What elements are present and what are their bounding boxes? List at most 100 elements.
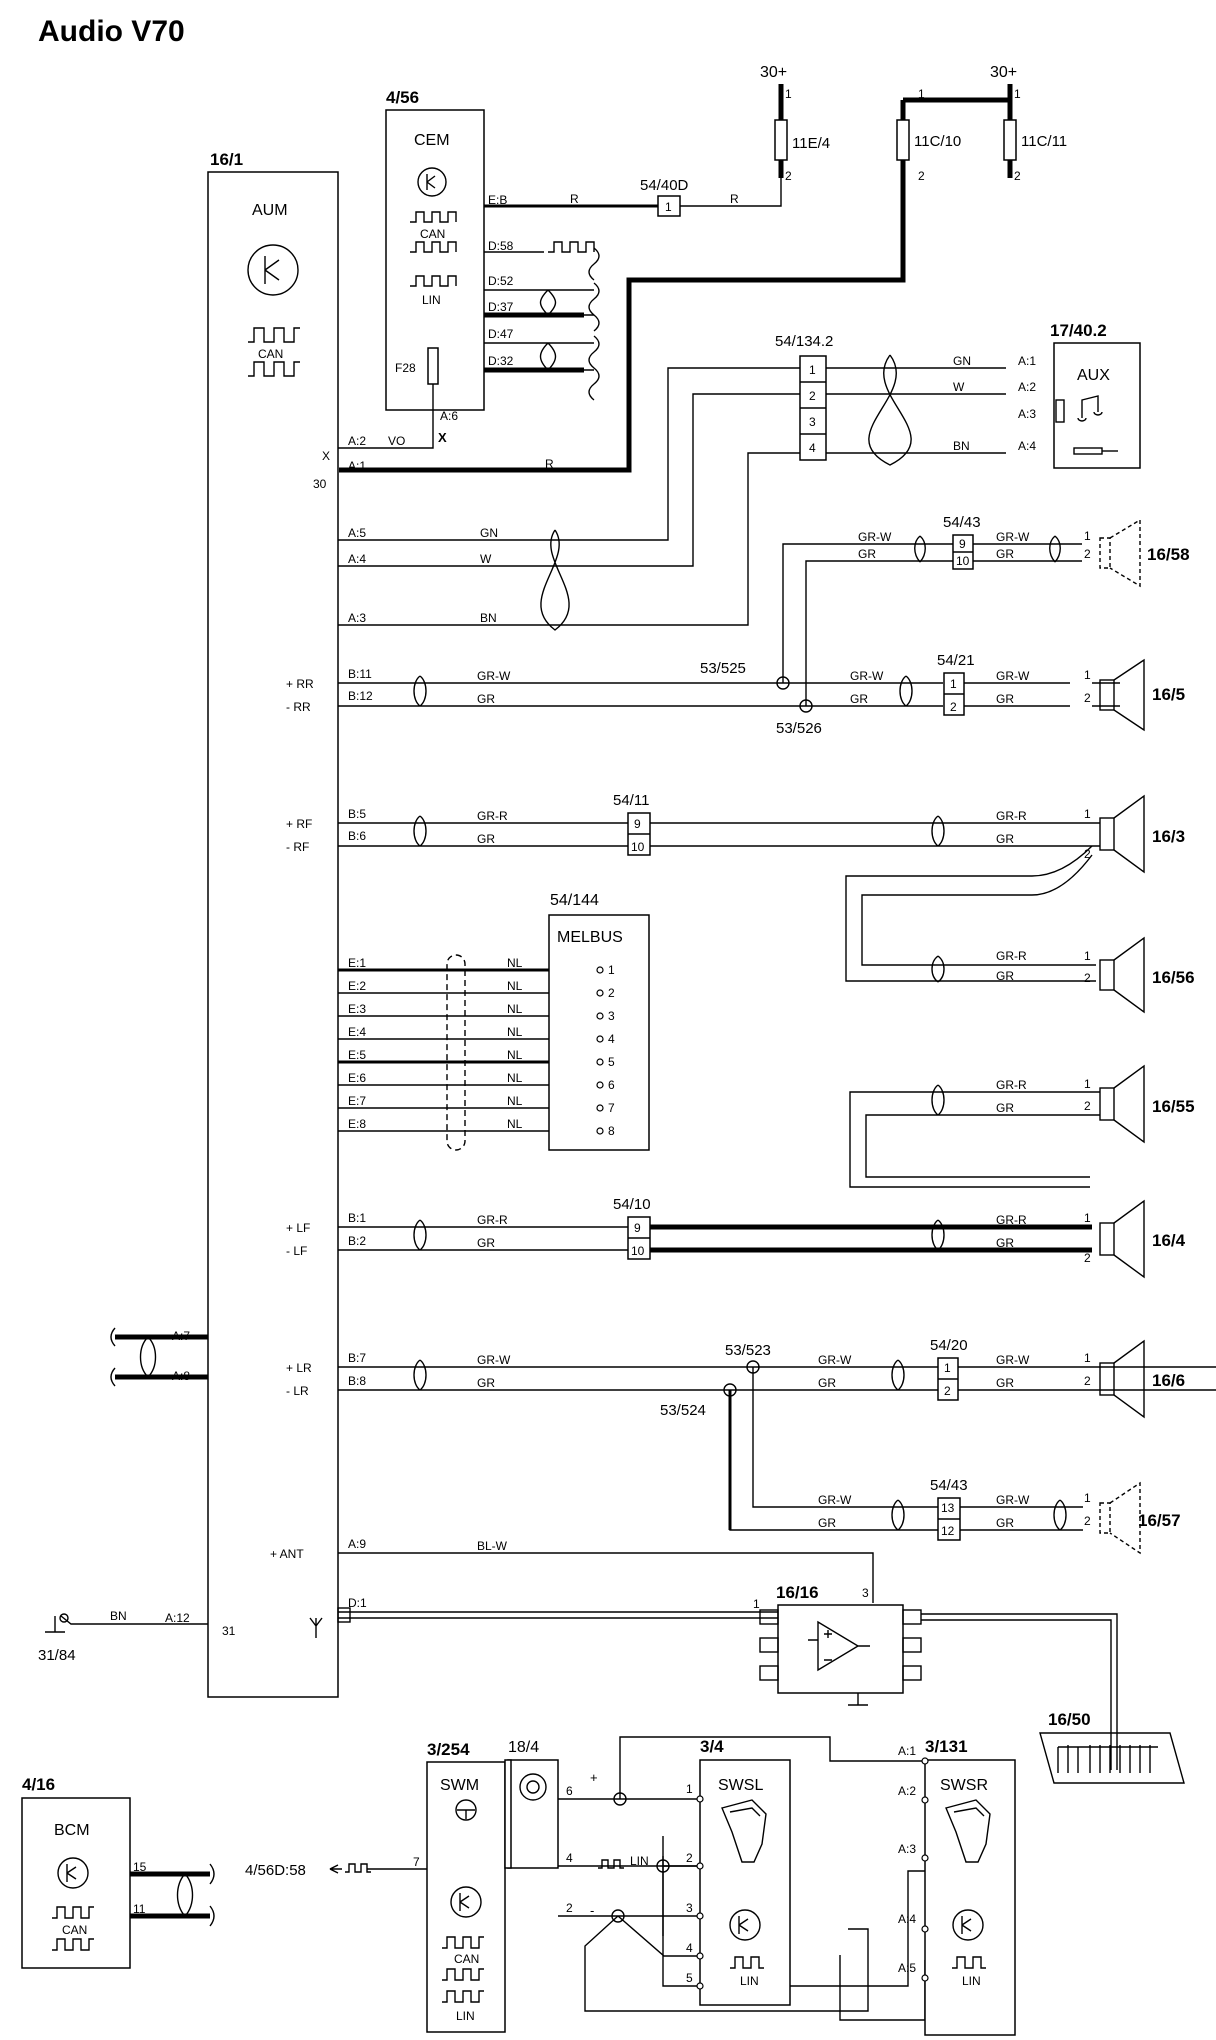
wire-color: GR	[818, 1376, 836, 1390]
melbus-pin: 4	[608, 1032, 615, 1046]
connector-5410-ref: 54/10	[613, 1196, 651, 1213]
swm-pin: 7	[413, 1855, 420, 1869]
speaker-pin: 1	[1084, 1211, 1091, 1225]
bcm-module: 4/16 BCM CAN 15 11	[21, 1775, 215, 1969]
cem-fuse-label: F28	[395, 361, 416, 375]
splice-53524-label: 53/524	[660, 1402, 706, 1419]
melbus-pin: 7	[608, 1101, 615, 1115]
connector-5420-pin: 1	[944, 1361, 951, 1375]
ground-ref: 31/84	[38, 1647, 76, 1664]
wire-color: GN	[480, 526, 498, 540]
amp-pin: 3	[862, 1586, 869, 1600]
aum-ref: 16/1	[210, 150, 243, 169]
speaker-pin: 2	[1084, 691, 1091, 705]
antenna-grid-icon	[1039, 1732, 1185, 1784]
aux-wiring: 1 2 3 4 54/134.2 GN W BN GN W BN	[338, 333, 1006, 631]
aum-can: CAN	[258, 347, 283, 361]
bcm-can: CAN	[62, 1923, 87, 1937]
connector-54134-pin: 4	[809, 441, 816, 455]
wire-color: GR	[477, 832, 495, 846]
connector-5421-pin: 1	[950, 677, 957, 691]
lin-signal-icon	[952, 1956, 986, 1969]
speaker-ref: 16/3	[1152, 827, 1185, 846]
bcm-name: BCM	[54, 1822, 90, 1839]
aum-pin: E:1	[348, 956, 366, 970]
aum-name: AUM	[252, 202, 288, 219]
wire-color: GR	[477, 1236, 495, 1250]
wire-color: GR	[996, 1236, 1014, 1250]
connector-5443b-pin: 12	[941, 1524, 955, 1538]
can-signal-icon	[52, 1906, 94, 1919]
can-signal-icon	[410, 211, 457, 223]
wire-color: BN	[953, 439, 970, 453]
aum-pins: A:2 A:1 A:5 A:4 A:3 B:11 B:12 B:5 B:6 E:…	[165, 434, 373, 1625]
wire-color: BN	[480, 611, 497, 625]
fuse-11c10	[896, 119, 910, 161]
melbus-ref: 54/144	[550, 892, 599, 909]
wire-color: W	[953, 380, 965, 394]
speaker-ref: 16/4	[1152, 1231, 1186, 1250]
wire-color: GR	[850, 692, 868, 706]
fuse-11c11	[1003, 119, 1017, 161]
wire-color: NL	[507, 1094, 523, 1108]
speaker-1655: 16/55 1 2	[1084, 1064, 1195, 1144]
aum-side-label: + RR	[286, 677, 314, 691]
swsr-name: SWSR	[940, 1777, 988, 1794]
can-signal-icon	[248, 327, 300, 343]
cem-pin: D:52	[488, 274, 514, 288]
wire-color: GN	[953, 354, 971, 368]
bcm-pin: 11	[133, 1902, 146, 1916]
wire-color: GR-R	[996, 809, 1027, 823]
melbus-pin: 5	[608, 1055, 615, 1069]
connector-5443b-ref: 54/43	[930, 1477, 968, 1494]
aum-pin: B:5	[348, 807, 366, 821]
speaker-pin: 1	[1084, 1351, 1091, 1365]
cem-can: CAN	[420, 227, 445, 241]
lr-wiring: 1 2 54/20 53/523 53/524 13 12 54/43 GR-W…	[338, 1337, 1216, 1541]
wire-color: GR	[996, 1376, 1014, 1390]
swsr-pin: A:2	[898, 1784, 916, 1798]
connector-5443a-ref: 54/43	[943, 514, 981, 531]
wire-color: GR	[996, 969, 1014, 983]
bcm-ref: 4/16	[22, 1775, 55, 1794]
wire-color: GR	[477, 692, 495, 706]
wire-color: GR-W	[477, 669, 511, 683]
swsl-pin: 3	[686, 1901, 693, 1915]
aum-pin: B:11	[348, 667, 372, 681]
swsr-pin: A:3	[898, 1842, 916, 1856]
speaker-pin: 2	[1084, 547, 1091, 561]
wire-color: NL	[507, 1117, 523, 1131]
melbus-pin: 8	[608, 1124, 615, 1138]
ground-3184: 31/84 BN	[38, 1609, 208, 1664]
aum-module: 16/1 AUM CAN X 30 + RR - RR + RF - RF + …	[207, 150, 339, 1698]
aum-pin: A:4	[348, 552, 366, 566]
aux-ref: 17/40.2	[1050, 321, 1107, 340]
supply-30-left: 30+	[760, 64, 787, 81]
swm-can: CAN	[454, 1952, 479, 1966]
splice-53526-label: 53/526	[776, 720, 822, 737]
swsr-module: 3/131 SWSR LIN A:1 A:2 A:3 A:4 A:5	[898, 1737, 1016, 2036]
speaker-pin: 1	[1084, 1491, 1091, 1505]
aux-pin: A:2	[1018, 380, 1036, 394]
amp-pin: 1	[753, 1597, 760, 1611]
aum-pin: E:7	[348, 1094, 366, 1108]
connector-5440d-pin: 1	[665, 200, 672, 214]
wire-color: R	[730, 192, 739, 206]
swsl-pin: 4	[686, 1941, 693, 1955]
connector-5420-ref: 54/20	[930, 1337, 968, 1354]
speaker-pin: 1	[1084, 668, 1091, 682]
aum-side-label: X	[322, 449, 330, 463]
aum-side-label: - RR	[286, 700, 311, 714]
clock-pin: 6	[566, 1784, 573, 1798]
speaker-pin: 2	[1084, 1374, 1091, 1388]
swsr-pin: A:1	[898, 1744, 916, 1758]
clock-lin: LIN	[630, 1854, 649, 1868]
aum-pin: A:3	[348, 611, 366, 625]
cem-mark-x: X	[438, 430, 447, 445]
wire-color: NL	[507, 1048, 523, 1062]
clock-ref: 18/4	[508, 1739, 539, 1756]
aum-side-label: + LR	[286, 1361, 312, 1375]
speaker-pin: 2	[1084, 1251, 1091, 1265]
clock-pin: 4	[566, 1851, 573, 1865]
transistor-icon	[57, 1857, 89, 1889]
